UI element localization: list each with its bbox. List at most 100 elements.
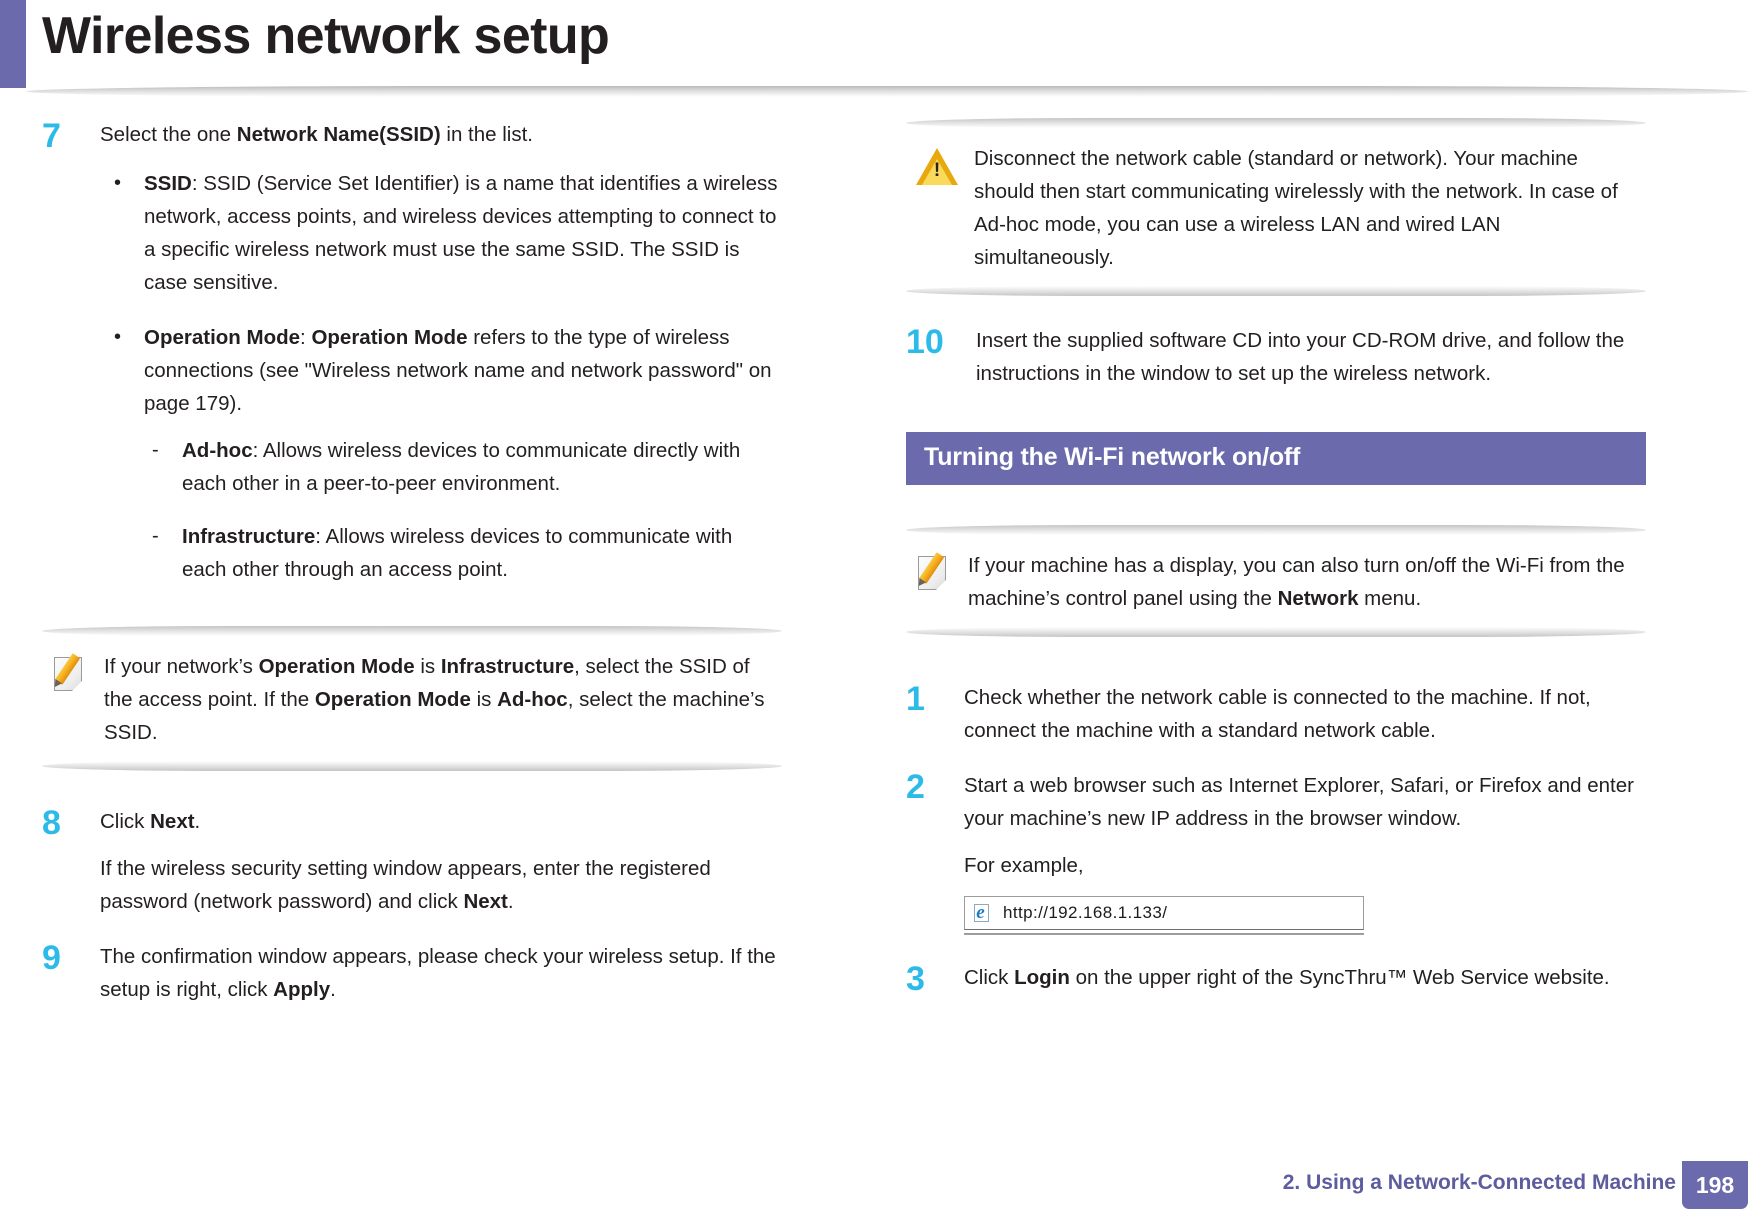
- step-2: 2 Start a web browser such as Internet E…: [906, 769, 1646, 882]
- step-9-text: The confirmation window appears, please …: [100, 940, 782, 1006]
- step-7-text-bold: Network Name(SSID): [236, 123, 441, 146]
- subbullet-infrastructure-term: Infrastructure: [182, 525, 316, 548]
- header-accent-bar: [0, 0, 26, 88]
- step-10-body: Insert the supplied software CD into you…: [976, 324, 1646, 390]
- step-8: 8 Click Next. If the wireless security s…: [42, 805, 782, 918]
- step-8-line-2-bold: Next: [463, 890, 508, 913]
- step-9-body: The confirmation window appears, please …: [100, 940, 782, 1006]
- header-divider: [26, 86, 1748, 97]
- subbullet-marker: -: [152, 439, 159, 461]
- footer-chapter-label: 2. Using a Network-Connected Machine: [1282, 1171, 1676, 1194]
- bullet-operation-mode-term2: Operation Mode: [311, 326, 468, 349]
- step-10: 10 Insert the supplied software CD into …: [906, 324, 1646, 390]
- step-7-body: Select the one Network Name(SSID) in the…: [100, 118, 782, 586]
- step-8-body: Click Next. If the wireless security set…: [100, 805, 782, 918]
- step-7: 7 Select the one Network Name(SSID) in t…: [42, 118, 782, 586]
- bullet-operation-mode: • Operation Mode: Operation Mode refers …: [100, 321, 782, 586]
- bullet-operation-mode-text: refers to the type of wireless connectio…: [144, 326, 772, 415]
- step-3-text-post: on the upper right of the SyncThru™ Web …: [1069, 966, 1610, 989]
- browser-address-bar-figure: e http://192.168.1.133/: [964, 896, 1364, 935]
- bullet-ssid-text: : SSID (Service Set Identifier) is a nam…: [144, 172, 778, 294]
- step-3-text-bold: Login: [1014, 966, 1070, 989]
- step-1: 1 Check whether the network cable is con…: [906, 681, 1646, 747]
- note-text-3: , select the SSID of the access point. I…: [104, 655, 750, 711]
- subbullet-ad-hoc-term: Ad-hoc: [182, 439, 253, 462]
- step-3-body: Click Login on the upper right of the Sy…: [964, 961, 1646, 994]
- step-3-number: 3: [906, 960, 925, 998]
- step-10-text: Insert the supplied software CD into you…: [976, 329, 1625, 385]
- note-callout-ssid-text: If your network’s Operation Mode is Infr…: [104, 650, 774, 749]
- note-text-4: is: [470, 688, 498, 711]
- step-9-text-bold: Apply: [273, 978, 331, 1001]
- bullet-ssid: • SSID: SSID (Service Set Identifier) is…: [100, 167, 782, 299]
- address-bar-underline: [964, 933, 1364, 935]
- bullet-marker: •: [114, 326, 122, 348]
- step-9-text-pre: The confirmation window appears, please …: [100, 945, 776, 1001]
- subbullet-ad-hoc: - Ad-hoc: Allows wireless devices to com…: [144, 434, 782, 500]
- subbullet-infrastructure: - Infrastructure: Allows wireless device…: [144, 520, 782, 586]
- footer-page-number: 198: [1682, 1161, 1748, 1209]
- left-column: 7 Select the one Network Name(SSID) in t…: [42, 118, 782, 1020]
- step-1-body: Check whether the network cable is conne…: [964, 681, 1646, 747]
- step-7-bullet-list: • SSID: SSID (Service Set Identifier) is…: [100, 167, 782, 586]
- step-9: 9 The confirmation window appears, pleas…: [42, 940, 782, 1006]
- note-callout-display-text: If your machine has a display, you can a…: [968, 549, 1638, 615]
- step-2-number: 2: [906, 768, 925, 806]
- note-bold-2: Infrastructure: [440, 655, 575, 678]
- bullet-ssid-term: SSID: [144, 172, 192, 195]
- internet-explorer-icon: e: [971, 903, 993, 923]
- step-9-text-post: .: [330, 978, 336, 1001]
- step-8-line-1-pre: Click: [100, 810, 151, 833]
- note-bold-4: Ad-hoc: [497, 688, 568, 711]
- caution-callout-disconnect-cable: ! Disconnect the network cable (standard…: [906, 118, 1646, 296]
- right-column: ! Disconnect the network cable (standard…: [906, 118, 1646, 1008]
- subbullet-ad-hoc-text: : Allows wireless devices to communicate…: [182, 439, 741, 495]
- step-8-line-1-post: .: [194, 810, 201, 833]
- step-1-text: Check whether the network cable is conne…: [964, 686, 1591, 742]
- step-8-line-2: If the wireless security setting window …: [100, 852, 782, 918]
- step-8-line-2-pre: If the wireless security setting window …: [100, 857, 711, 913]
- step-8-line-1: Click Next.: [100, 805, 782, 838]
- operation-mode-subbullet-list: - Ad-hoc: Allows wireless devices to com…: [144, 434, 782, 586]
- page-header: Wireless network setup: [0, 0, 1748, 97]
- note-text-1: If your network’s: [104, 655, 259, 678]
- note-pencil-icon: [52, 653, 90, 696]
- note-bold-1: Operation Mode: [258, 655, 415, 678]
- subbullet-marker: -: [152, 525, 159, 547]
- step-2-body: Start a web browser such as Internet Exp…: [964, 769, 1646, 882]
- note-display-bold: Network: [1277, 587, 1359, 610]
- step-7-text: Select the one Network Name(SSID) in the…: [100, 118, 782, 151]
- note-callout-display: If your machine has a display, you can a…: [906, 525, 1646, 637]
- note-display-post: menu.: [1358, 587, 1422, 610]
- address-bar[interactable]: e http://192.168.1.133/: [964, 896, 1364, 930]
- note-bold-3: Operation Mode: [314, 688, 471, 711]
- warning-triangle-icon: !: [916, 148, 960, 188]
- step-8-line-2-post: .: [507, 890, 514, 913]
- step-2-text: Start a web browser such as Internet Exp…: [964, 774, 1634, 830]
- step-9-number: 9: [42, 939, 61, 977]
- page-title: Wireless network setup: [42, 7, 610, 65]
- step-8-number: 8: [42, 804, 61, 842]
- subbullet-infrastructure-text: : Allows wireless devices to communicate…: [182, 525, 733, 581]
- step-8-line-1-bold: Next: [150, 810, 195, 833]
- step-7-text-post: in the list.: [440, 123, 533, 146]
- step-3-text: Click Login on the upper right of the Sy…: [964, 961, 1646, 994]
- bullet-operation-mode-sep: :: [300, 326, 312, 349]
- note-pencil-icon: [916, 552, 954, 595]
- bullet-operation-mode-term: Operation Mode: [144, 326, 301, 349]
- bullet-marker: •: [114, 172, 122, 194]
- step-7-number: 7: [42, 117, 61, 155]
- section-heading-wifi-on-off: Turning the Wi-Fi network on/off: [906, 432, 1646, 485]
- note-text-5: , select the machine’s SSID.: [104, 688, 765, 744]
- step-2-example-label: For example,: [964, 854, 1084, 877]
- step-1-number: 1: [906, 680, 925, 718]
- note-callout-ssid: If your network’s Operation Mode is Infr…: [42, 626, 782, 771]
- step-7-text-pre: Select the one: [100, 123, 237, 146]
- step-10-number: 10: [906, 323, 944, 361]
- address-bar-url: http://192.168.1.133/: [1003, 903, 1168, 922]
- page-footer: 2. Using a Network-Connected Machine 198: [0, 1161, 1748, 1209]
- note-text-2: is: [414, 655, 441, 678]
- note-display-pre: If your machine has a display, you can a…: [968, 554, 1625, 610]
- caution-callout-text: Disconnect the network cable (standard o…: [974, 147, 1618, 269]
- step-3: 3 Click Login on the upper right of the …: [906, 960, 1646, 998]
